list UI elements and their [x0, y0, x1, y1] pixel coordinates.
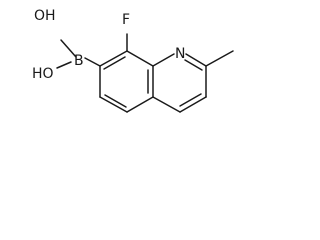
hydroxyl-bottom-label: HO — [32, 66, 54, 82]
bond-c6-c5 — [99, 96, 128, 113]
bond-c5-c4a — [126, 96, 154, 113]
fluorine-label: F — [122, 12, 130, 28]
bond-b-oh-bottom — [56, 61, 72, 69]
bond-c4-c4a — [152, 96, 181, 113]
bond-c8a-n — [152, 53, 175, 67]
bond-c6-c5-inner — [104, 94, 127, 108]
bond-n-c2-inner — [184, 59, 203, 71]
bond-c8-c7-inner — [103, 56, 126, 70]
nitrogen-label: N — [175, 46, 185, 62]
bond-c3-c4 — [179, 96, 207, 113]
bond-b-oh-top — [60, 39, 77, 58]
hydroxyl-top-label: OH — [34, 8, 56, 24]
bond-c8-c7 — [99, 50, 128, 67]
bond-n-c2 — [185, 53, 207, 67]
bond-b-c7 — [84, 57, 101, 67]
boron-label: B — [74, 53, 84, 69]
bond-lines — [56, 33, 234, 113]
bond-c8a-c8 — [126, 50, 154, 67]
bond-c3-c4-inner — [179, 93, 202, 107]
molecule-structure: OH HO B F N — [32, 8, 234, 113]
bond-c2-methyl — [205, 50, 234, 67]
